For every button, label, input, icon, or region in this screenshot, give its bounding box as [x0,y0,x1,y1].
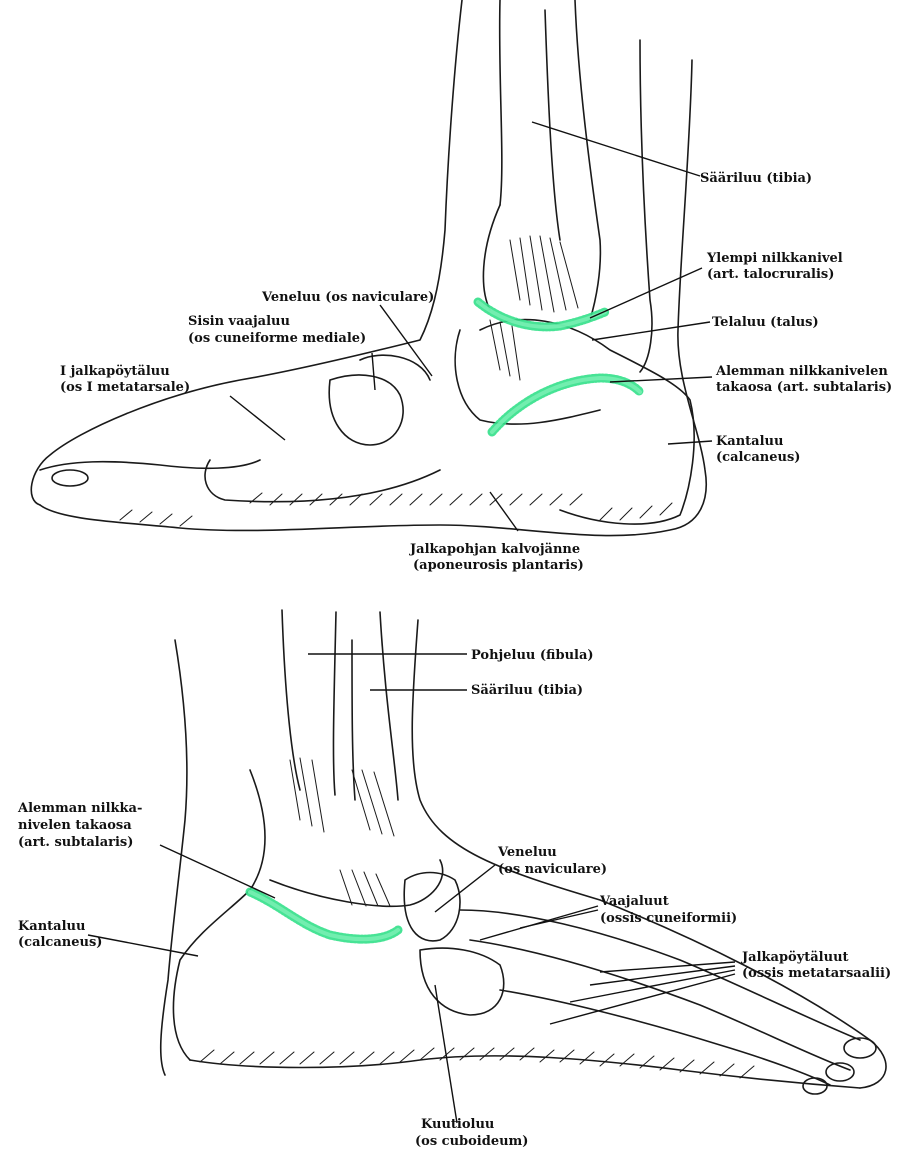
label-cuneiform-line1: Sisin vaajaluu [188,314,290,329]
bottom-labels: Pohjeluu (fibula) Sääriluu (tibia) Alemm… [17,648,891,1149]
label-subtalar-bottom-line1: Alemman nilkka- [17,801,142,816]
label-tibia-bottom: Sääriluu (tibia) [471,683,583,698]
label-metatarsals-line2: (ossis metatarsaalii) [742,966,891,981]
label-subtalar-top-line1: Alemman nilkkanivelen [715,364,888,379]
label-cuboid-line2: (os cuboideum) [415,1134,528,1149]
label-fibula: Pohjeluu (fibula) [471,648,594,663]
top-ligament-lines [490,236,578,380]
top-labels: Sääriluu (tibia) Ylempi nilkkanivel (art… [60,171,892,573]
label-navicular-bottom-line2: (os naviculare) [498,862,607,877]
label-calcaneus-bottom-line1: Kantaluu [18,919,85,934]
bottom-plantar-hatching [200,1048,754,1078]
label-metatarsals-line1: Jalkapöytäluut [741,950,849,965]
label-talus: Telaluu (talus) [712,315,819,330]
label-subtalar-bottom-line3: (art. subtalaris) [18,835,133,850]
label-cuboid-line1: Kuutioluu [421,1117,494,1132]
label-metatarsal-line1: I jalkapöytäluu [60,364,170,379]
label-calcaneus-top-line1: Kantaluu [716,434,783,449]
label-calcaneus-bottom-line2: (calcaneus) [18,935,102,950]
top-leader-lines [230,122,712,531]
top-foot-drawing [31,0,706,536]
label-cuneiforms-line1: Vaajaluut [599,894,669,909]
label-aponeurosis-line1: Jalkapohjan kalvojänne [409,542,580,557]
top-plantar-hatching [120,493,672,526]
label-subtalar-top-line2: takaosa (art. subtalaris) [716,380,892,395]
bottom-ligament-lines [290,758,394,906]
label-ankle-joint-line2: (art. talocruralis) [707,267,834,282]
label-cuneiform-line2: (os cuneiforme mediale) [188,331,366,346]
label-ankle-joint-line1: Ylempi nilkkanivel [706,251,843,266]
label-cuneiforms-line2: (ossis cuneiformii) [600,911,737,926]
label-tibia-top: Sääriluu (tibia) [700,171,812,186]
label-metatarsal-line2: (os I metatarsale) [60,380,190,395]
label-navicular-top: Veneluu (os naviculare) [261,290,434,305]
label-calcaneus-top-line2: (calcaneus) [716,450,800,465]
label-subtalar-bottom-line2: nivelen takaosa [18,818,132,833]
label-navicular-bottom-line1: Veneluu [497,845,557,860]
label-aponeurosis-line2: (aponeurosis plantaris) [413,558,584,573]
